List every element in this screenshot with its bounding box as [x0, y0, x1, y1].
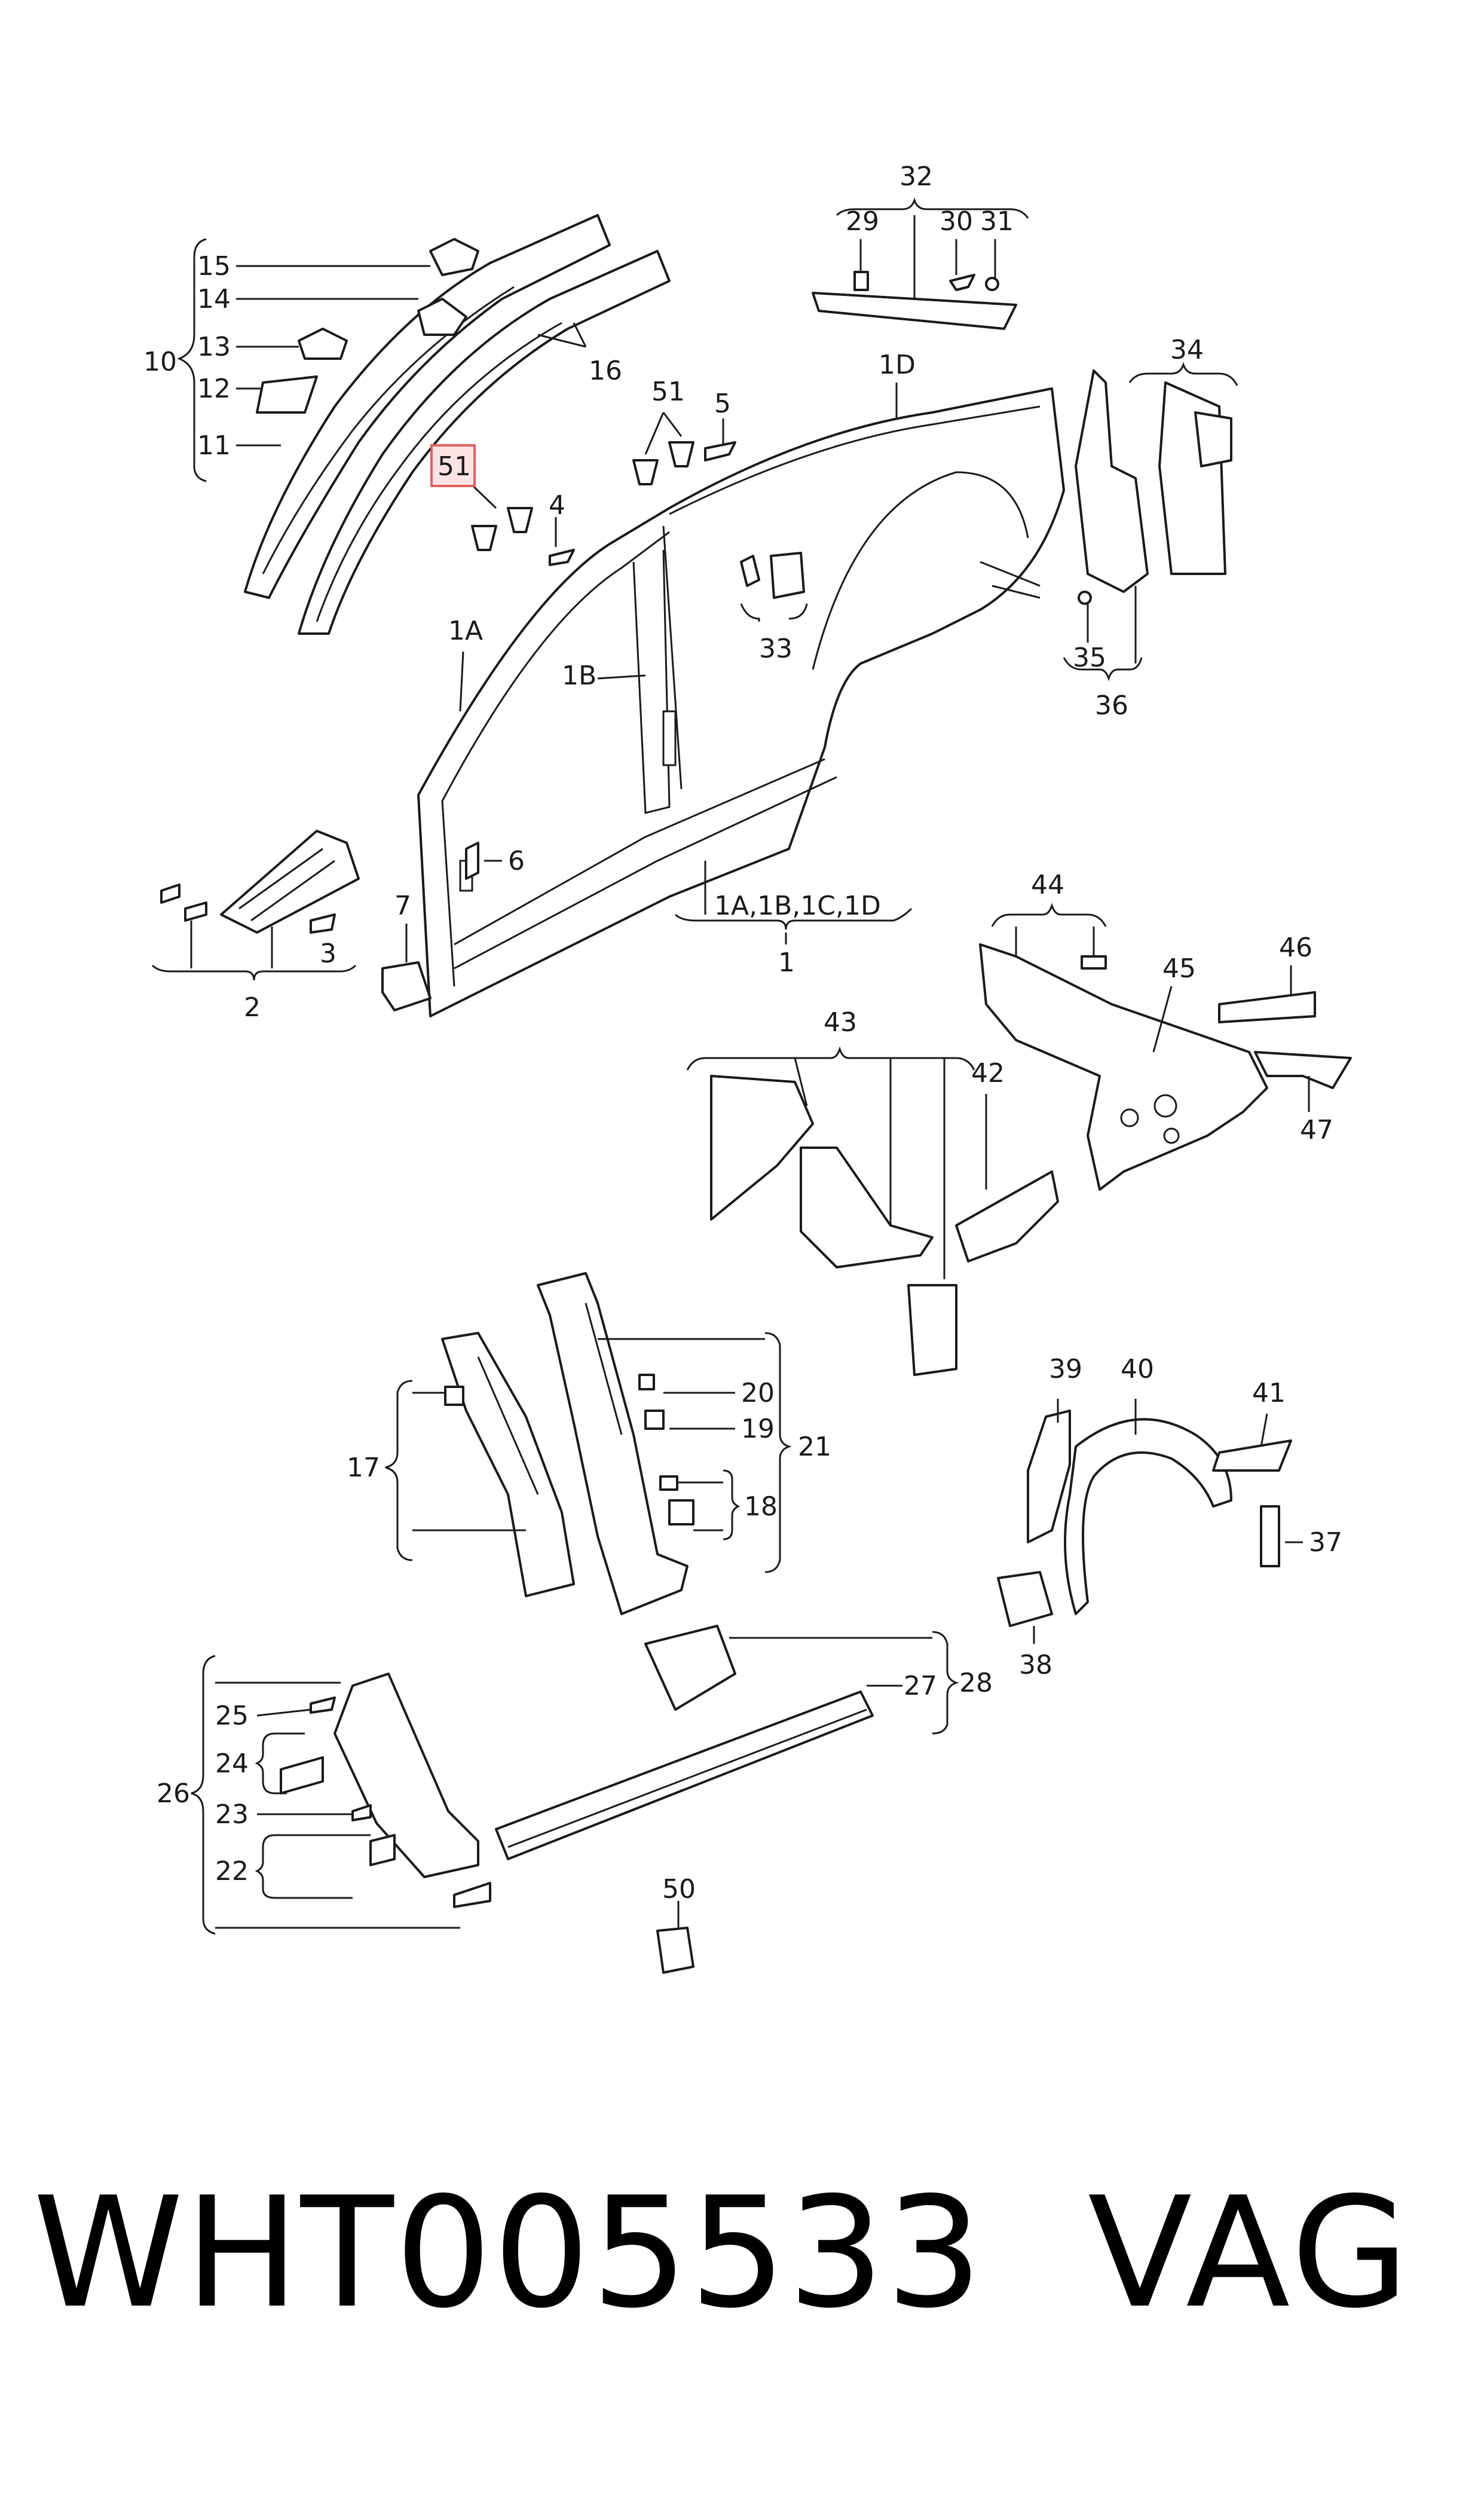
wheelhouse-group — [710, 943, 1352, 1376]
sill-group — [280, 1625, 874, 1974]
callout-32: 32 — [899, 161, 933, 192]
footer-caption: WHT005533 VAG — [0, 2176, 1484, 2331]
callout-4: 4 — [549, 490, 565, 521]
callout-24: 24 — [215, 1748, 249, 1779]
callout-18: 18 — [744, 1491, 778, 1522]
callout-45: 45 — [1162, 953, 1196, 984]
callout-26: 26 — [157, 1778, 190, 1809]
callout-43: 43 — [824, 1007, 857, 1038]
callout-38: 38 — [1019, 1650, 1052, 1680]
callout-16: 16 — [589, 356, 622, 386]
callout-46: 46 — [1279, 933, 1312, 963]
part-number: WHT005533 — [33, 2165, 984, 2342]
highlight-box-51 — [430, 444, 476, 487]
callout-34: 34 — [1170, 335, 1204, 365]
callout-41: 41 — [1252, 1378, 1286, 1408]
callout-7: 7 — [394, 891, 411, 921]
roof-rail-group — [244, 214, 671, 635]
callout-6: 6 — [508, 846, 525, 876]
callout-21: 21 — [798, 1432, 831, 1462]
callout-19: 19 — [741, 1414, 775, 1444]
callout-40: 40 — [1121, 1354, 1154, 1384]
trim-strip-32 — [812, 271, 1017, 330]
wheel-arch-group — [997, 1410, 1292, 1627]
callout-12: 12 — [197, 374, 231, 404]
callout-51b: 51 — [651, 377, 685, 407]
callout-27: 27 — [904, 1671, 937, 1701]
callout-2: 2 — [244, 992, 261, 1023]
callout-39: 39 — [1049, 1354, 1082, 1384]
callout-13: 13 — [197, 332, 231, 362]
callout-14: 14 — [197, 284, 231, 314]
side-panel-assembly — [417, 387, 1065, 1017]
callout-17: 17 — [347, 1453, 380, 1483]
callout-30: 30 — [940, 206, 973, 237]
callout-28: 28 — [959, 1668, 993, 1698]
lower-a-pillar-group-2 — [160, 830, 479, 1011]
callout-22: 22 — [215, 1856, 249, 1887]
callouts: 15 14 10 13 12 11 16 51 51 5 4 1D 32 29 … — [143, 161, 1342, 1904]
b-pillar-group — [441, 1272, 694, 1615]
rear-panel-group-36 — [1075, 369, 1232, 605]
callout-47: 47 — [1300, 1115, 1333, 1145]
callout-1: 1 — [778, 947, 795, 978]
callout-29: 29 — [846, 206, 879, 237]
callout-10: 10 — [143, 347, 177, 377]
callout-20: 20 — [741, 1378, 775, 1408]
callout-31: 31 — [980, 206, 1014, 237]
callout-1A: 1A — [448, 616, 483, 646]
clip-group-51 — [471, 441, 736, 566]
callout-36: 36 — [1095, 690, 1128, 721]
callout-50: 50 — [662, 1874, 696, 1904]
callout-35: 35 — [1073, 643, 1106, 673]
callout-15: 15 — [197, 251, 231, 282]
bracket-group-33 — [740, 552, 805, 599]
callout-51a: 51 — [437, 451, 471, 482]
callout-37: 37 — [1309, 1527, 1342, 1558]
callout-33: 33 — [759, 634, 793, 664]
callout-3: 3 — [320, 938, 336, 969]
callout-44: 44 — [1031, 870, 1064, 900]
callout-1B: 1B — [562, 661, 596, 691]
callout-42: 42 — [971, 1058, 1005, 1089]
leader-lines — [151, 197, 1310, 1935]
callout-11: 11 — [197, 430, 231, 461]
callout-23: 23 — [215, 1799, 249, 1830]
callout-25: 25 — [215, 1701, 249, 1731]
callout-1ABCD: 1A,1B,1C,1D — [714, 891, 881, 921]
callout-1D: 1D — [879, 350, 916, 380]
brand-name: VAG — [1088, 2165, 1413, 2342]
callout-5: 5 — [714, 389, 731, 419]
